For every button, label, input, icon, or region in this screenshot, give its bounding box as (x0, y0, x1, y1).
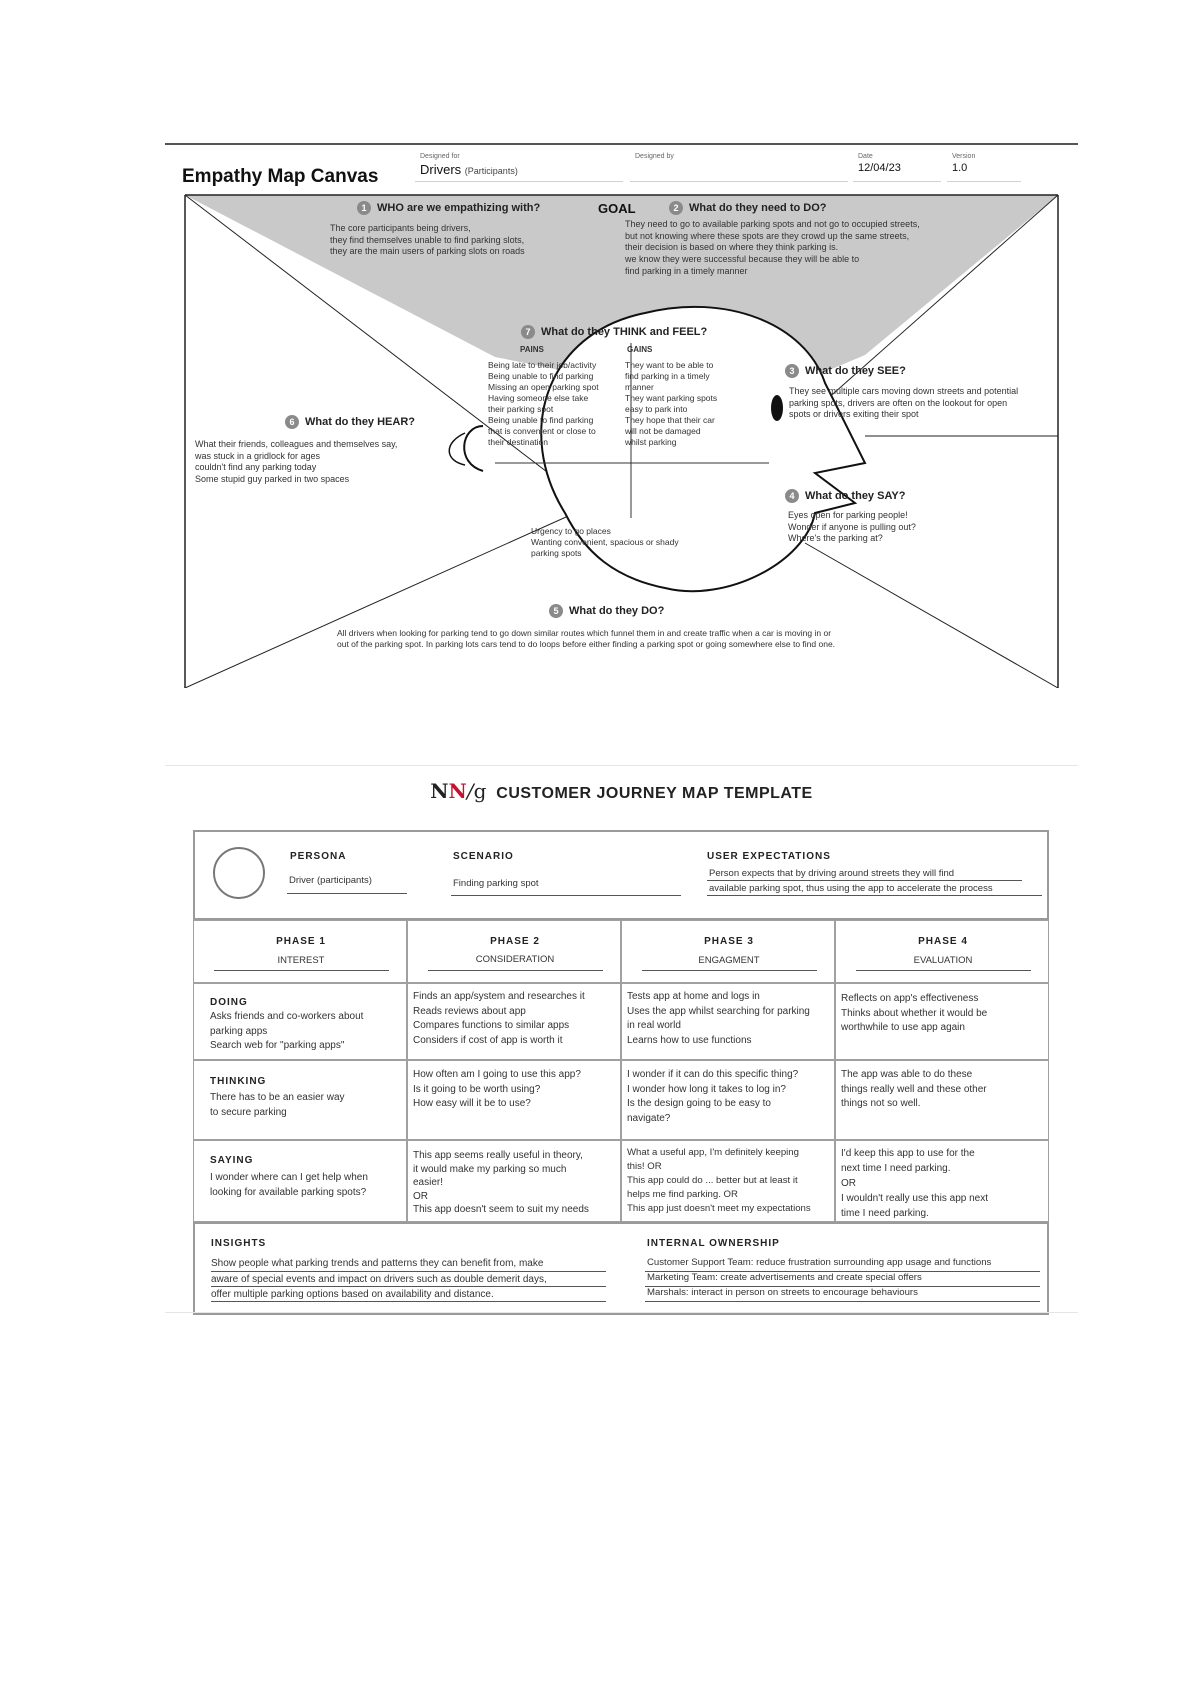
ownership-text: Customer Support Team: reduce frustratio… (647, 1256, 991, 1301)
see-number-badge: 3 (785, 364, 799, 378)
date-field[interactable]: Date 12/04/23 (853, 151, 941, 182)
persona-row: PERSONA Driver (participants) SCENARIO F… (193, 830, 1049, 920)
think-feel-bottom-text: Urgency to go places Wanting convenient,… (531, 526, 679, 559)
phase-2-header: PHASE 2 CONSIDERATION (407, 920, 621, 983)
saying-phase-2-cell: This app seems really useful in theory, … (407, 1140, 621, 1222)
doing-label: DOING (210, 996, 248, 1009)
customer-journey-map: NN/g CUSTOMER JOURNEY MAP TEMPLATE PERSO… (165, 765, 1078, 1313)
saying-label: SAYING (210, 1154, 253, 1167)
thinking-text: There has to be an easier way to secure … (210, 1091, 345, 1120)
bottom-divider (165, 1312, 1078, 1313)
insights-text: Show people what parking trends and patt… (211, 1256, 547, 1303)
designed-for-field[interactable]: Designed for Drivers (Participants) (415, 151, 623, 182)
designed-for-label: Designed for (420, 153, 460, 160)
saying-phase-3-cell: What a useful app, I'm definitely keepin… (621, 1140, 835, 1222)
gains-label: GAINS (627, 345, 652, 355)
do-text: All drivers when looking for parking ten… (337, 628, 835, 650)
saying-phase-4-cell: I'd keep this app to use for the next ti… (835, 1140, 1049, 1222)
version-field[interactable]: Version 1.0 (947, 151, 1021, 182)
need-to-do-text: They need to go to available parking spo… (625, 219, 920, 277)
thinking-label-cell: THINKING There has to be an easier way t… (193, 1060, 407, 1140)
canvas-title: Empathy Map Canvas (182, 165, 378, 190)
designed-by-label: Designed by (635, 153, 674, 160)
doing-phase-2-cell: Finds an app/system and researches it Re… (407, 983, 621, 1060)
pains-text: Being late to their job/activity Being u… (488, 360, 599, 448)
thinking-phase-3-cell: I wonder if it can do this specific thin… (621, 1060, 835, 1140)
journey-map-title: NN/g CUSTOMER JOURNEY MAP TEMPLATE (165, 779, 1078, 803)
designed-for-value: Drivers (420, 162, 461, 177)
date-value: 12/04/23 (858, 162, 901, 174)
insights-row: INSIGHTS Show people what parking trends… (193, 1222, 1049, 1315)
doing-label-cell: DOING Asks friends and co-workers about … (193, 983, 407, 1060)
saying-label-cell: SAYING I wonder where can I get help whe… (193, 1140, 407, 1222)
nng-logo: NN/g (430, 779, 486, 803)
insights-label: INSIGHTS (211, 1237, 266, 1250)
date-label: Date (858, 153, 873, 160)
version-value: 1.0 (952, 162, 967, 174)
pains-label: PAINS (520, 345, 544, 355)
designed-by-field[interactable]: Designed by (630, 151, 848, 182)
top-divider (165, 765, 1078, 766)
doing-phase-3-cell: Tests app at home and logs in Uses the a… (621, 983, 835, 1060)
doing-phase-4-cell: Reflects on app's effectiveness Thinks a… (835, 983, 1049, 1060)
persona-label: PERSONA (290, 850, 346, 863)
say-number-badge: 4 (785, 489, 799, 503)
scenario-label: SCENARIO (453, 850, 514, 863)
thinking-phase-2-cell: How often am I going to use this app? Is… (407, 1060, 621, 1140)
who-text: The core participants being drivers, the… (330, 223, 525, 258)
empathy-map-canvas: Empathy Map Canvas Designed for Drivers … (165, 143, 1078, 688)
say-text: Eyes open for parking people! Wonder if … (788, 510, 916, 545)
doing-text: Asks friends and co-workers about parkin… (210, 1010, 363, 1054)
version-label: Version (952, 153, 975, 160)
designed-for-note: (Participants) (465, 166, 518, 176)
gains-text: They want to be able to find parking in … (625, 360, 717, 448)
persona-value: Driver (participants) (289, 875, 372, 887)
thinking-phase-4-cell: The app was able to do these things real… (835, 1060, 1049, 1140)
do-number-badge: 5 (549, 604, 563, 618)
hear-number-badge: 6 (285, 415, 299, 429)
phase-3-header: PHASE 3 ENGAGMENT (621, 920, 835, 983)
persona-avatar (213, 847, 265, 899)
hear-text: What their friends, colleagues and thems… (195, 439, 397, 486)
expectations-label: USER EXPECTATIONS (707, 850, 831, 863)
thinking-label: THINKING (210, 1075, 266, 1088)
saying-text: I wonder where can I get help when looki… (210, 1171, 368, 1200)
expectations-value: Person expects that by driving around st… (709, 867, 993, 896)
ownership-label: INTERNAL OWNERSHIP (647, 1237, 780, 1250)
who-number-badge: 1 (357, 201, 371, 215)
phase-1-header: PHASE 1 INTEREST (193, 920, 407, 983)
think-feel-number-badge: 7 (521, 325, 535, 339)
scenario-value: Finding parking spot (453, 878, 539, 890)
goal-label: GOAL (598, 201, 636, 218)
see-text: They see multiple cars moving down stree… (789, 386, 1018, 421)
need-to-do-number-badge: 2 (669, 201, 683, 215)
phase-4-header: PHASE 4 EVALUATION (835, 920, 1049, 983)
